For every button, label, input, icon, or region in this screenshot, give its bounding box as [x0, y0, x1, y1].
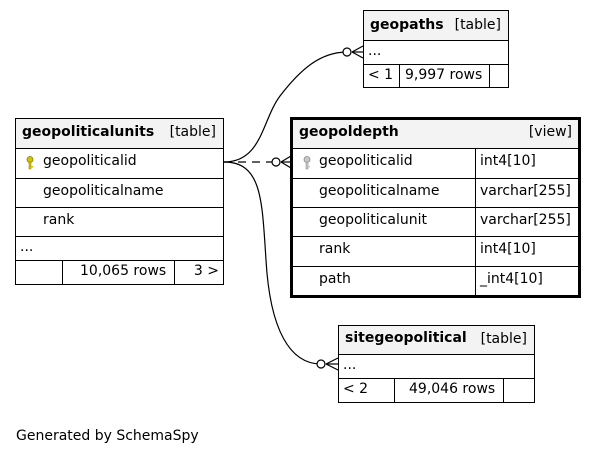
- table-header: geopoliticalunits [table]: [16, 119, 223, 149]
- parent-count-link[interactable]: < 1: [368, 67, 394, 83]
- row-count: 10,065 rows: [80, 263, 167, 279]
- generated-by-footer: Generated by SchemaSpy: [16, 428, 199, 444]
- column-row[interactable]: geopoliticalname: [16, 179, 223, 208]
- table-name[interactable]: geopaths: [370, 17, 444, 33]
- ellipsis-row: ...: [16, 237, 223, 261]
- table-name[interactable]: sitegeopolitical: [345, 330, 467, 346]
- view-geopoldepth[interactable]: geopoldepth [view] geopoliticalid int4[1…: [290, 117, 581, 298]
- edge-sitegeopolitical-crowfoot: [325, 357, 339, 371]
- edge-geopoldepth-crowfoot: [280, 155, 292, 169]
- column-row[interactable]: path _int4[10]: [293, 267, 578, 295]
- edge-geopoldepth-optional-circle: [271, 157, 281, 167]
- row-count: 49,046 rows: [409, 381, 496, 397]
- row-count: 9,997 rows: [405, 67, 483, 83]
- column-row[interactable]: geopoliticalid int4[10]: [293, 149, 578, 179]
- edge-sitegeopolitical: [223, 161, 322, 365]
- column-name: rank: [319, 241, 351, 257]
- table-footer: < 1 9,997 rows: [364, 65, 508, 87]
- ellipsis-text: ...: [368, 43, 382, 59]
- primary-key-icon: [26, 156, 34, 170]
- column-row[interactable]: geopoliticalunit varchar[255]: [293, 208, 578, 237]
- column-type: _int4[10]: [480, 271, 543, 287]
- ellipsis-row: ...: [364, 41, 508, 65]
- table-header: geopaths [table]: [364, 11, 508, 41]
- column-row[interactable]: rank int4[10]: [293, 237, 578, 267]
- column-name: geopoliticalunit: [319, 212, 427, 228]
- column-type: varchar[255]: [480, 212, 571, 228]
- table-name[interactable]: geopoldepth: [299, 124, 399, 140]
- ellipsis-row: ...: [339, 355, 534, 379]
- table-geopoliticalunits[interactable]: geopoliticalunits [table] geopoliticalid…: [15, 118, 224, 285]
- column-name: geopoliticalname: [43, 183, 164, 199]
- column-name: geopoliticalid: [319, 153, 413, 169]
- edge-geopaths-optional-circle: [342, 47, 352, 57]
- table-name[interactable]: geopoliticalunits: [22, 124, 155, 140]
- table-sitegeopolitical[interactable]: sitegeopolitical [table] ... < 2 49,046 …: [338, 325, 535, 403]
- column-type: int4[10]: [480, 241, 536, 257]
- ellipsis-text: ...: [20, 239, 34, 255]
- column-row[interactable]: rank: [16, 208, 223, 237]
- edge-geopaths-crowfoot: [351, 45, 364, 59]
- table-footer: 10,065 rows 3 >: [16, 261, 223, 284]
- child-count-link[interactable]: 3 >: [193, 263, 219, 279]
- key-icon: [303, 156, 311, 170]
- column-row[interactable]: geopoliticalid: [16, 149, 223, 179]
- table-header: sitegeopolitical [table]: [339, 326, 534, 355]
- column-type: int4[10]: [480, 153, 536, 169]
- parent-count-link[interactable]: < 2: [343, 381, 369, 397]
- column-name: rank: [43, 212, 75, 228]
- table-header: geopoldepth [view]: [293, 120, 578, 149]
- column-name: geopoliticalname: [319, 183, 440, 199]
- column-name: path: [319, 271, 351, 287]
- column-row[interactable]: geopoliticalname varchar[255]: [293, 179, 578, 208]
- table-kind: [view]: [528, 124, 572, 140]
- table-kind: [table]: [480, 331, 527, 347]
- edge-geopaths: [223, 51, 348, 163]
- table-kind: [table]: [454, 17, 501, 33]
- column-name: geopoliticalid: [43, 153, 137, 169]
- ellipsis-text: ...: [343, 357, 357, 373]
- edge-sitegeopolitical-optional-circle: [316, 359, 326, 369]
- table-kind: [table]: [169, 124, 216, 140]
- table-footer: < 2 49,046 rows: [339, 379, 534, 402]
- column-type: varchar[255]: [480, 183, 571, 199]
- table-geopaths[interactable]: geopaths [table] ... < 1 9,997 rows: [363, 10, 509, 88]
